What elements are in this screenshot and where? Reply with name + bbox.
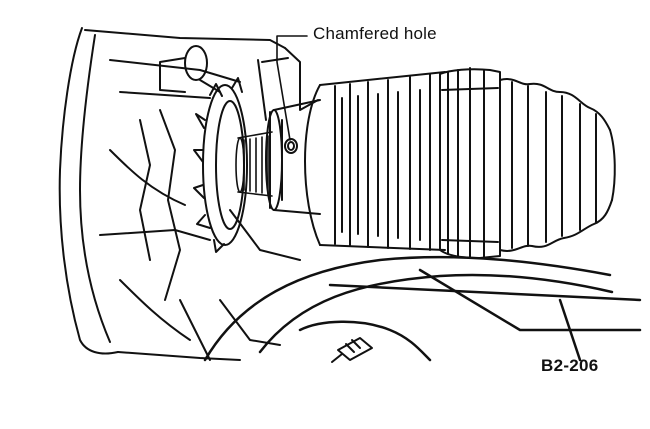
chamfered-hole [284, 138, 298, 154]
rubber-boot [499, 78, 616, 252]
callout-leader-line [276, 35, 308, 141]
transmission-housing [58, 27, 301, 361]
hose-fitting [331, 337, 373, 363]
callout-label: Chamfered hole [313, 24, 437, 43]
chassis-members [203, 255, 642, 362]
housing-boss [159, 45, 221, 93]
bracket-arm [257, 47, 319, 121]
boot-clamp-band [439, 67, 501, 259]
figure-code: B2-206 [541, 356, 599, 375]
shaft-collar [265, 99, 321, 215]
gear-ring [193, 77, 248, 253]
cv-joint-housing [304, 71, 446, 251]
